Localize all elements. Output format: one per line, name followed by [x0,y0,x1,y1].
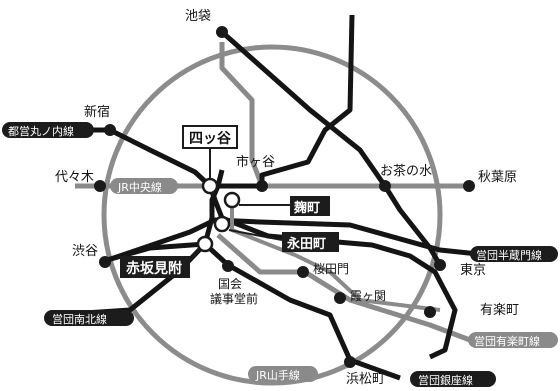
station-label-yurakucho: 有楽町 [480,302,519,318]
line-label-yamanote: JR山手線 [248,366,318,382]
station-label-shibuya: 渋谷 [72,244,98,259]
svg-text:営団銀座線: 営団銀座線 [418,373,473,387]
station-dot-shibuya[interactable] [99,256,111,268]
station-dot-kokkai[interactable] [222,260,234,272]
svg-text:営団有楽町線: 営団有楽町線 [474,334,540,348]
line-label-ginza: 営団銀座線 [410,371,496,387]
station-dot-nagatacho[interactable] [213,215,231,233]
svg-text:JR中央線: JR中央線 [117,180,162,194]
marunouchi-line-east [207,185,458,360]
line-label-hanzomon: 営団半蔵門線 [470,246,558,262]
line-label-yurakucho: 営団有楽町線 [468,332,558,348]
station-label-yoyogi: 代々木 [55,170,94,185]
yurakucho-line-upper [219,42,265,187]
station-dot-kasumigaseki[interactable] [334,292,346,304]
marunouchi-line [45,14,355,189]
station-dot-yoyogi[interactable] [94,180,106,192]
station-label-hamamatsucho: 浜松町 [346,372,385,387]
station-label-akasaka: 赤坂見附 [126,260,182,277]
station-dot-akasaka[interactable] [196,235,214,253]
station-label-sakuradamon: 桜田門 [313,262,349,276]
nagatacho-box: 永田町 [228,229,339,252]
station-dot-yurakucho[interactable] [424,306,436,318]
station-label-kokkai-line2: 議事堂前 [210,291,258,306]
kojimachi-box: 麹町 [239,196,330,216]
station-label-ichigaya: 市ヶ谷 [236,154,275,170]
station-label-yotsuya: 四ッ谷 [189,131,232,147]
station-label-kokkai-line1: 国会 [218,277,242,291]
svg-text:営団半蔵門線: 営団半蔵門線 [476,248,542,262]
station-label-tokyo: 東京 [460,262,486,278]
station-dot-kojimachi[interactable] [223,191,241,209]
station-label-kasumigaseki: 霞ヶ関 [350,289,386,303]
station-label-shinjuku: 新宿 [84,104,110,120]
ginza-line [99,241,401,381]
station-dot-tokyo[interactable] [434,259,446,271]
line-label-namboku: 営団南北線 [44,310,134,326]
station-label-akihabara: 秋葉原 [478,170,517,185]
gray-line-kojimachi [230,200,441,312]
line-label-marunouchi: 都営丸ノ内線 [2,122,94,138]
akasaka-box: 赤坂見附 [120,248,201,278]
yotsuya-box: 四ッ谷 [182,125,238,179]
station-dot-ichigaya[interactable] [256,180,268,192]
svg-text:都営丸ノ内線: 都営丸ノ内線 [8,124,74,138]
station-dot-hamamatsucho[interactable] [344,356,356,368]
station-label-ikebukuro: 池袋 [185,9,211,24]
station-label-kojimachi: 麹町 [293,200,320,216]
station-dot-yotsuya[interactable] [201,177,219,195]
svg-text:JR山手線: JR山手線 [255,368,300,382]
hanzomon-line [101,217,479,265]
station-dot-akihabara[interactable] [463,180,475,192]
jr-yamanote-ring [101,44,443,386]
station-markers [94,26,475,368]
station-dot-ikebukuro[interactable] [216,26,228,38]
svg-text:営団南北線: 営団南北線 [52,312,107,326]
station-dot-sakuradamon[interactable] [297,266,309,278]
station-label-ochanomizu: お茶の水 [380,163,432,179]
station-dot-ochanomizu[interactable] [379,180,391,192]
line-label-jr-chuo: JR中央線 [110,178,178,194]
interchange-markers [196,177,241,253]
station-dot-shinjuku[interactable] [104,124,116,136]
station-label-nagatacho: 永田町 [286,236,326,252]
